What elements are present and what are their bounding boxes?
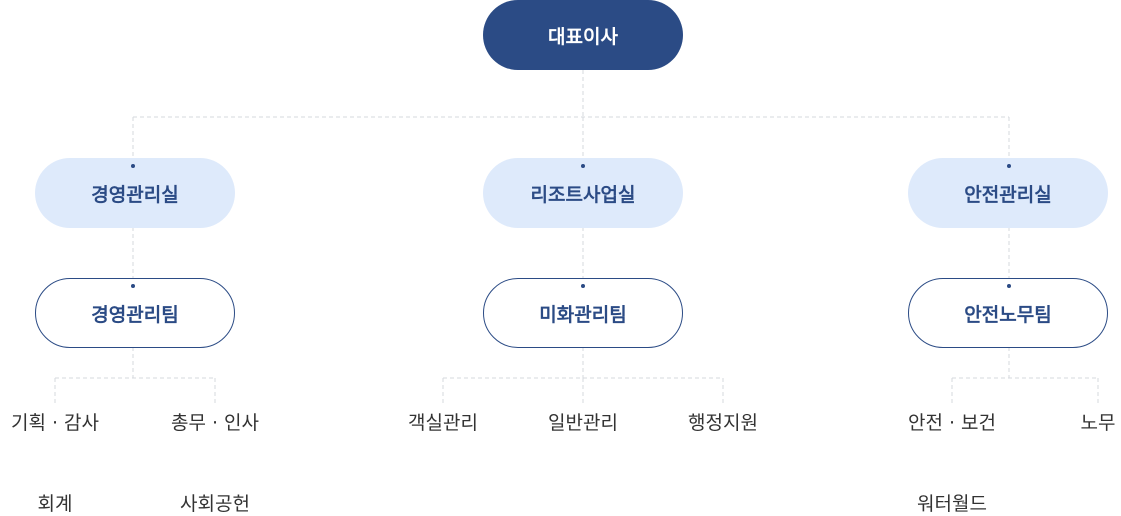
connector-dot (581, 164, 585, 168)
connector-dot (581, 284, 585, 288)
duty-item: 안전 · 보건 (907, 412, 997, 434)
ceo-node: 대표이사 (483, 0, 683, 70)
team-label: 안전노무팀 (964, 303, 1052, 326)
duty-item: 일반관리 (548, 412, 618, 434)
team-node-management: 경영관리팀 (35, 278, 235, 348)
duty-item: 기획 · 감사 (10, 412, 100, 434)
team-label: 미화관리팀 (539, 303, 627, 326)
department-node-resort: 리조트사업실 (483, 158, 683, 228)
department-label: 안전관리실 (964, 183, 1052, 206)
duty-item: 회계 (37, 493, 73, 515)
connector-dot (1007, 164, 1011, 168)
duty-item: 워터월드 (917, 493, 987, 515)
duty-item: 행정지원 (688, 412, 758, 434)
duty-item: 노무 (1080, 412, 1116, 434)
duty-item: 객실관리 (408, 412, 478, 434)
connector-dot (1007, 284, 1011, 288)
duty-item: 총무 · 인사 (170, 412, 260, 434)
department-label: 리조트사업실 (530, 183, 636, 206)
department-node-safety: 안전관리실 (908, 158, 1108, 228)
ceo-label: 대표이사 (548, 25, 618, 48)
department-label: 경영관리실 (91, 183, 179, 206)
team-label: 경영관리팀 (91, 303, 179, 326)
connector-dot (131, 284, 135, 288)
team-node-cleaning: 미화관리팀 (483, 278, 683, 348)
team-node-safety-labor: 안전노무팀 (908, 278, 1108, 348)
connector-dot (131, 164, 135, 168)
department-node-management: 경영관리실 (35, 158, 235, 228)
duty-item: 사회공헌 (180, 493, 250, 515)
